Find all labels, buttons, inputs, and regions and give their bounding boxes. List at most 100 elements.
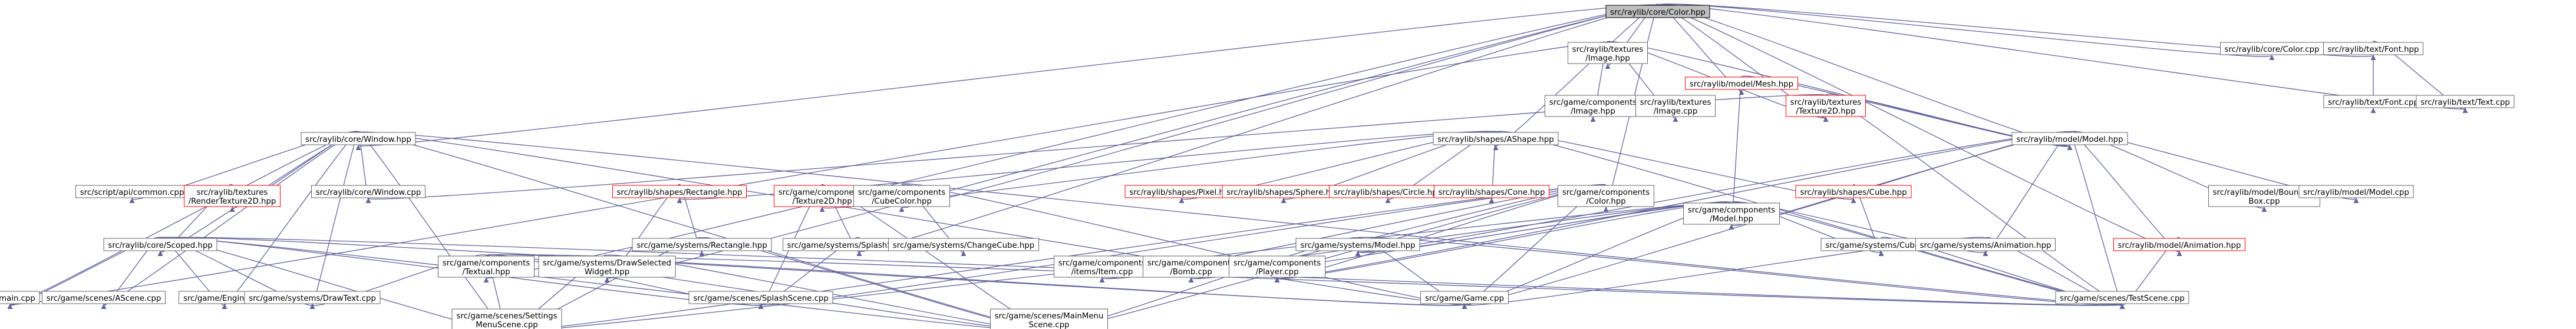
edge-n10-n45 xyxy=(358,131,505,329)
node-label: src/raylib/core/Scoped.hpp xyxy=(108,241,212,250)
node-label: /Texture2D.hpp xyxy=(792,197,852,206)
graph-node-n4[interactable]: src/game/components/Image.hpp xyxy=(1545,95,1641,117)
graph-node-n5[interactable]: src/raylib/textures/Image.cpp xyxy=(1635,95,1716,117)
edge-n10-n49 xyxy=(358,131,2125,310)
graph-node-n42[interactable]: src/game/scenes/AScene.cpp xyxy=(42,291,166,304)
node-label: src/game/systems/ChangeCube.hpp xyxy=(893,241,1034,250)
node-label: src/game/systems/DrawSelected xyxy=(543,259,671,268)
edge-n0-n12 xyxy=(1657,4,2073,151)
edge-n10-n43 xyxy=(222,131,359,310)
graph-node-n10[interactable]: src/raylib/core/Window.hpp xyxy=(301,132,416,145)
node-label: /Player.cpp xyxy=(1255,268,1298,277)
node-box xyxy=(438,255,535,278)
node-box xyxy=(1786,95,1866,117)
graph-node-n6[interactable]: src/raylib/model/Mesh.hpp xyxy=(1685,77,1798,90)
node-label: MenuScene.cpp xyxy=(476,321,537,329)
node-label: src/game/components xyxy=(1147,259,1235,268)
node-box xyxy=(301,132,416,145)
edge-n0-n2 xyxy=(1657,4,2275,61)
node-label: src/raylib/model/Model.cpp xyxy=(2303,188,2409,197)
graph-node-n25[interactable]: src/raylib/shapes/Cube.hpp xyxy=(1795,185,1912,198)
graph-node-n13[interactable]: src/script/api/common.cpp xyxy=(75,185,189,198)
graph-node-n12[interactable]: src/raylib/model/Model.hpp xyxy=(2011,132,2128,145)
node-box xyxy=(1685,77,1798,90)
edge-n29-n44 xyxy=(309,254,487,310)
node-box xyxy=(1433,132,1559,145)
node-layer: src/raylib/core/Color.hpp src/raylib/text… xyxy=(0,5,2515,329)
graph-node-n15[interactable]: src/raylib/core/Window.cpp xyxy=(311,185,426,198)
node-label: src/raylib/textures xyxy=(1640,98,1711,107)
graph-node-n20[interactable]: src/raylib/shapes/Sphere.hpp xyxy=(1222,185,1345,198)
node-box xyxy=(42,291,166,304)
graph-node-n44[interactable]: src/game/systems/DrawText.cpp xyxy=(244,291,381,304)
node-label: src/raylib/core/Window.cpp xyxy=(316,188,421,197)
node-box xyxy=(0,291,40,304)
graph-node-n11[interactable]: src/raylib/shapes/AShape.hpp xyxy=(1433,132,1559,145)
edge-n23-n36 xyxy=(1274,184,1607,283)
graph-node-n16[interactable]: src/raylib/shapes/Rectangle.hpp xyxy=(612,185,747,198)
node-box xyxy=(244,291,381,304)
edge-n10-n48 xyxy=(358,131,1467,310)
node-label: src/game/scenes/TestScene.cpp xyxy=(2060,294,2185,303)
graph-node-n35[interactable]: src/game/components/Bomb.cpp xyxy=(1143,255,1239,278)
node-label: src/raylib/model/Bounding xyxy=(2213,188,2316,197)
graph-node-n19[interactable]: src/raylib/shapes/Pixel.hpp xyxy=(1124,185,1239,198)
graph-node-n14[interactable]: src/raylib/textures/RenderTexture2D.hpp xyxy=(184,185,281,207)
node-label: src/game/Game.cpp xyxy=(1425,294,1504,303)
node-label: src/game/components xyxy=(1549,98,1637,107)
graph-node-n34[interactable]: src/game/components/items/Item.cpp xyxy=(1054,255,1150,278)
node-label: src/game/components xyxy=(1233,259,1321,268)
graph-node-n22[interactable]: src/raylib/shapes/Cone.hpp xyxy=(1434,185,1549,198)
graph-node-n21[interactable]: src/raylib/shapes/Circle.hpp xyxy=(1329,185,1447,198)
graph-node-n29[interactable]: src/game/components/Textual.hpp xyxy=(438,255,535,278)
graph-node-n8[interactable]: src/raylib/text/Font.cpp xyxy=(2323,95,2423,108)
node-label: src/raylib/textures xyxy=(1572,45,1644,54)
edge-n0-n32 xyxy=(857,4,1658,257)
node-label: /Image.hpp xyxy=(1571,107,1615,116)
graph-node-n23[interactable]: src/game/components/Color.hpp xyxy=(1558,185,1654,207)
edge-n1-n12 xyxy=(1607,41,2073,151)
graph-node-n37[interactable]: src/game/systems/Model.hpp xyxy=(1295,238,1420,251)
graph-node-n9[interactable]: src/raylib/text/Text.cpp xyxy=(2416,95,2515,108)
graph-node-n1[interactable]: src/raylib/textures/Image.hpp xyxy=(1568,42,1648,64)
graph-node-n28[interactable]: src/raylib/core/Scoped.hpp xyxy=(103,238,217,251)
node-label: src/raylib/shapes/AShape.hpp xyxy=(1437,135,1554,144)
graph-node-n46[interactable]: src/game/scenes/SplashScene.cpp xyxy=(688,291,833,304)
node-label: Box.cpp xyxy=(2248,197,2280,206)
graph-node-n39[interactable]: src/game/systems/Animation.hpp xyxy=(1915,238,2056,251)
graph-node-n2[interactable]: src/raylib/core/Color.cpp xyxy=(2220,42,2324,55)
graph-node-n33[interactable]: src/game/systems/ChangeCube.hpp xyxy=(888,238,1039,251)
node-box xyxy=(1568,42,1648,64)
graph-node-n7[interactable]: src/raylib/textures/Texture2D.hpp xyxy=(1786,95,1866,117)
edge-n1-n41 xyxy=(8,41,1608,310)
node-label: src/main.cpp xyxy=(0,294,35,303)
edge-n24-n37 xyxy=(1355,201,1732,257)
node-box xyxy=(1434,185,1549,198)
node-label: src/raylib/text/Font.hpp xyxy=(2328,45,2419,54)
graph-node-n0[interactable]: src/raylib/core/Color.hpp xyxy=(1605,5,1710,18)
node-label: src/game/components xyxy=(1562,188,1650,197)
graph-node-n48[interactable]: src/game/Game.cpp xyxy=(1420,291,1509,304)
node-label: src/raylib/core/Color.cpp xyxy=(2225,45,2320,54)
node-box xyxy=(2113,238,2245,251)
graph-node-n24[interactable]: src/game/components/Model.hpp xyxy=(1683,202,1780,225)
graph-node-n49[interactable]: src/game/scenes/TestScene.cpp xyxy=(2055,291,2189,304)
node-label: /Image.cpp xyxy=(1654,107,1698,116)
graph-node-n36[interactable]: src/game/components/Player.cpp xyxy=(1229,255,1325,278)
graph-node-n40[interactable]: src/raylib/model/Animation.hpp xyxy=(2113,238,2245,251)
node-label: /Color.hpp xyxy=(1586,197,1626,206)
edge-n12-n39 xyxy=(1983,131,2070,257)
graph-node-n18[interactable]: src/game/components/CubeColor.hpp xyxy=(853,185,950,207)
node-box xyxy=(1054,255,1150,278)
graph-node-n31[interactable]: src/game/systems/Rectangle.hpp xyxy=(632,238,772,251)
edge-n24-n39 xyxy=(1731,201,1988,257)
graph-node-n3[interactable]: src/raylib/text/Font.hpp xyxy=(2323,42,2423,55)
graph-node-n27[interactable]: src/raylib/model/Model.cpp xyxy=(2298,185,2414,198)
graph-node-n41[interactable]: src/main.cpp xyxy=(0,291,40,304)
node-label: /Image.hpp xyxy=(1585,54,1630,63)
node-box xyxy=(1558,185,1654,207)
